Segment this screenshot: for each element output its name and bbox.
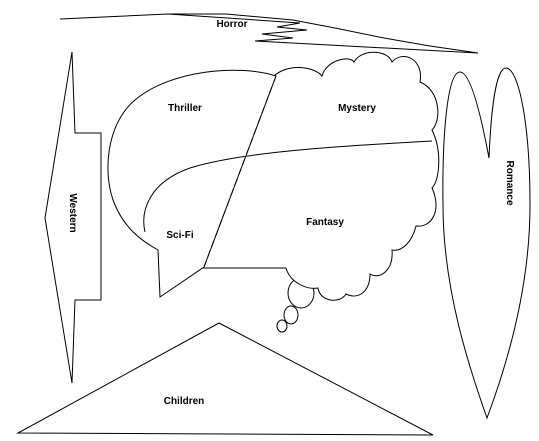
thought-bubble-medium	[283, 305, 299, 325]
upper-lower-divider	[143, 140, 433, 233]
thought-bubble-small	[276, 319, 288, 333]
thriller-scifi-shape	[107, 69, 277, 298]
western-shape	[44, 51, 102, 384]
fantasy-label: Fantasy	[306, 217, 344, 228]
horror-shape	[59, 13, 479, 54]
children-label: Children	[164, 396, 205, 407]
horror-label: Horror	[216, 19, 247, 30]
children-shape	[16, 322, 434, 436]
thriller-label: Thriller	[168, 103, 202, 114]
romance-shape	[442, 67, 531, 420]
western-label: Western	[67, 193, 78, 232]
mystery-label: Mystery	[338, 103, 376, 114]
romance-label: Romance	[504, 160, 515, 205]
thriller-mystery-divider	[203, 75, 277, 268]
scifi-label: Sci-Fi	[166, 230, 193, 241]
